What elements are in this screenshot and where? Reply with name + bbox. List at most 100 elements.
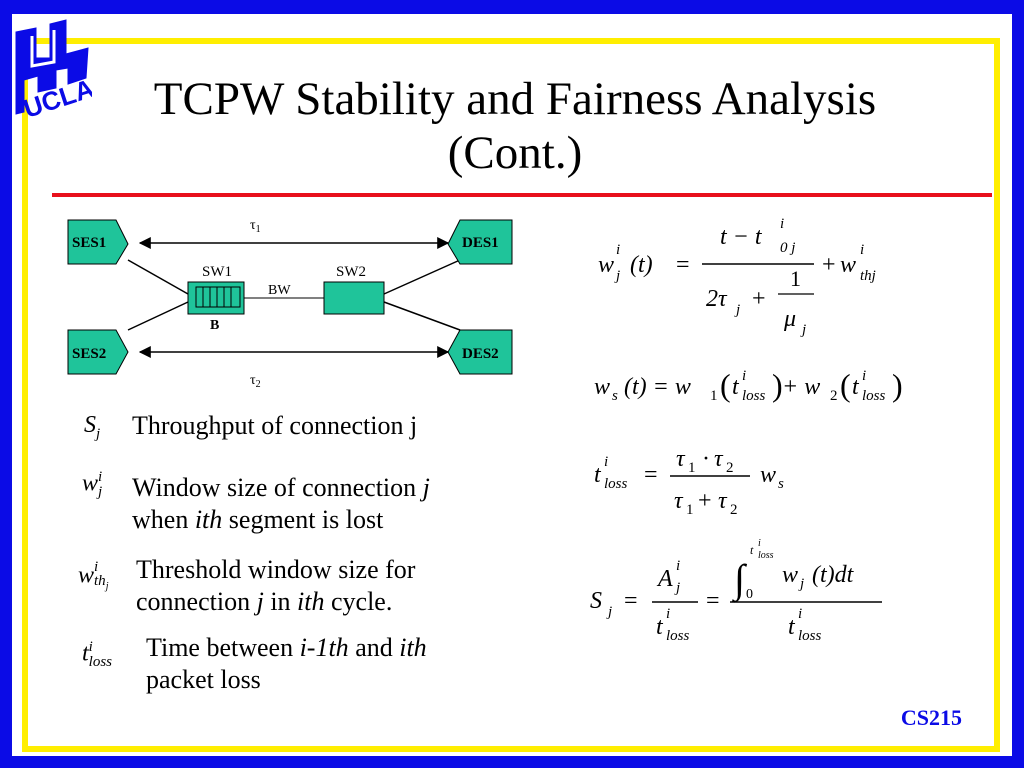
svg-text:loss: loss	[862, 388, 886, 404]
course-code: CS215	[900, 705, 962, 730]
svg-text:(t) = w: (t) = w	[624, 374, 691, 400]
svg-text:i: i	[758, 538, 761, 549]
link-ses2-sw1	[127, 301, 189, 331]
svg-text:t: t	[656, 614, 664, 640]
svg-text:j: j	[800, 322, 806, 338]
node-des1	[447, 219, 513, 265]
node-des2	[447, 329, 513, 375]
svg-text:1: 1	[710, 388, 718, 404]
bw-label: BW	[268, 283, 291, 298]
svg-text:μ: μ	[783, 306, 796, 332]
ses1-label: SES1	[72, 235, 106, 251]
buffer-label: B	[210, 318, 219, 333]
svg-text:j: j	[606, 604, 612, 620]
svg-text:loss: loss	[742, 388, 766, 404]
switch-sw2	[323, 281, 385, 315]
desc-s-j: Throughput of connection j	[132, 411, 418, 440]
svg-text:τ: τ	[718, 488, 728, 514]
svg-text:w: w	[760, 462, 776, 488]
svg-text:=: =	[706, 588, 720, 614]
svg-text:(t)dt: (t)dt	[812, 562, 855, 588]
svg-text:2: 2	[730, 502, 738, 518]
svg-text:=: =	[644, 462, 658, 488]
svg-text:i: i	[742, 368, 746, 384]
svg-text:1: 1	[686, 502, 694, 518]
svg-text:w: w	[598, 252, 614, 278]
svg-text:i: i	[676, 558, 680, 574]
svg-text:t: t	[788, 614, 796, 640]
network-diagram: τ1 τ2 SES1 SES2 DES1 DES2 SW1 B BW SW2	[67, 218, 513, 390]
svg-text:i: i	[862, 368, 866, 384]
inner-yellow-frame	[22, 38, 1000, 752]
ses2-label: SES2	[72, 346, 106, 362]
desc-w-ij: Window size of connection j when ith seg…	[132, 473, 430, 534]
svg-text:A: A	[656, 566, 673, 592]
svg-text:+ w: + w	[782, 374, 820, 400]
svg-text:s: s	[612, 388, 618, 404]
tau1-label: τ1	[250, 218, 261, 235]
equation-window: w i j (t) = t − t i 0 j 2τ j + 1 μ j + w…	[598, 216, 876, 338]
svg-text:2τ: 2τ	[706, 286, 728, 312]
sw1-label: SW1	[202, 264, 232, 280]
svg-text:s: s	[778, 476, 784, 492]
page-title: TCPW Stability and Fairness Analysis (Co…	[90, 72, 940, 180]
svg-text:w: w	[594, 374, 610, 400]
desc-t-loss: Time between i-1th and ith packet loss	[146, 633, 427, 694]
svg-text:w: w	[782, 562, 798, 588]
svg-text:S: S	[590, 588, 602, 614]
svg-text:0: 0	[746, 587, 753, 602]
ucla-logo: UCLA	[15, 19, 92, 122]
svg-text:i: i	[798, 606, 802, 622]
svg-text:thj: thj	[860, 268, 876, 284]
svg-text:·: ·	[702, 446, 710, 472]
svg-text:j: j	[734, 302, 740, 318]
link-sw2-des2	[383, 301, 461, 331]
svg-text:(t): (t)	[630, 252, 653, 278]
link-ses1-sw1	[127, 259, 189, 295]
svg-text:τ: τ	[676, 446, 686, 472]
svg-text:t: t	[852, 374, 860, 400]
svg-text:t: t	[732, 374, 740, 400]
svg-text:t − t: t − t	[720, 224, 763, 250]
svg-text:1: 1	[688, 460, 696, 476]
svg-text:=: =	[676, 252, 690, 278]
svg-text:): )	[892, 367, 903, 403]
svg-text:+: +	[752, 286, 766, 312]
svg-text:+: +	[698, 488, 712, 514]
equation-ws: w s (t) = w 1 ( t i loss ) + w 2 ( t i l…	[594, 367, 903, 404]
sw2-label: SW2	[336, 264, 366, 280]
svg-text:+: +	[822, 252, 836, 278]
title-line-2: (Cont.)	[447, 127, 583, 179]
svg-text:=: =	[624, 588, 638, 614]
svg-text:∫: ∫	[731, 556, 748, 603]
svg-text:loss: loss	[758, 550, 774, 561]
svg-text:w: w	[840, 252, 856, 278]
svg-text:2: 2	[726, 460, 734, 476]
svg-text:): )	[772, 367, 783, 403]
svg-text:i: i	[666, 606, 670, 622]
link-sw2-des1	[383, 259, 461, 295]
svg-text:j: j	[798, 576, 804, 592]
svg-text:j: j	[614, 268, 620, 284]
svg-text:1: 1	[790, 266, 801, 291]
equation-tloss: t i loss = τ 1 · τ 2 τ 1 + τ 2 w s	[594, 446, 784, 518]
svg-text:i: i	[616, 242, 620, 258]
svg-text:τ: τ	[674, 488, 684, 514]
svg-text:j: j	[674, 580, 680, 596]
svg-text:loss: loss	[798, 628, 822, 644]
svg-text:(: (	[840, 367, 851, 403]
des1-label: DES1	[462, 235, 499, 251]
des2-label: DES2	[462, 346, 499, 362]
svg-text:i: i	[604, 454, 608, 470]
title-divider	[52, 193, 992, 197]
svg-text:loss: loss	[666, 628, 690, 644]
svg-text:i: i	[860, 242, 864, 258]
desc-w-th: Threshold window size for connection j i…	[136, 555, 416, 616]
svg-text:(: (	[720, 367, 731, 403]
title-line-1: TCPW Stability and Fairness Analysis	[153, 73, 877, 125]
svg-text:τ: τ	[714, 446, 724, 472]
svg-text:2: 2	[830, 388, 838, 404]
